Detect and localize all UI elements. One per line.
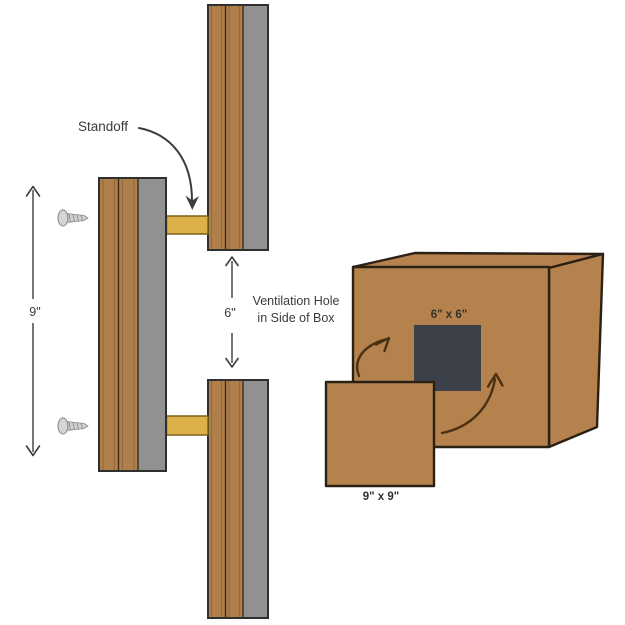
panel-size-label: 9" x 9": [363, 491, 399, 503]
standoff-bottom: [165, 415, 209, 436]
cover-board: [98, 177, 167, 472]
cover-board-1: [99, 178, 119, 471]
cover-gray-layer: [138, 178, 166, 471]
placement-arrows: [356, 336, 504, 435]
wall-upper-section: [207, 4, 269, 251]
screw-top: [57, 209, 89, 227]
standoff-label: Standoff: [78, 119, 128, 134]
dimension-9in-label: 9": [29, 305, 40, 319]
screw-threads: [68, 213, 83, 223]
dimension-6in-label: 6": [224, 306, 235, 320]
wood-grain: [102, 179, 135, 470]
ventilation-hole: [414, 325, 481, 391]
wall-upper-outline: [207, 4, 269, 251]
arrow-down-icon: [25, 445, 41, 457]
arrow-down-icon: [225, 357, 239, 368]
wall-lower-section: [207, 379, 269, 619]
dimension-6in: 6": [224, 256, 239, 368]
wall-lower-outline: [207, 379, 269, 619]
vent-caption: Ventilation Hole in Side of Box: [253, 294, 340, 325]
arrow-up-right-icon: [374, 336, 391, 353]
wood-grain: [210, 381, 241, 617]
placement-arrow-right: [440, 377, 497, 435]
cover-panel-face: [324, 380, 436, 488]
box: 6" x 6": [351, 251, 605, 449]
arrow-up-icon: [486, 372, 504, 388]
box-right-face: [547, 252, 605, 449]
screw-bottom: [57, 417, 89, 435]
wall-upper-board-1: [208, 5, 226, 250]
screw-threads: [68, 421, 83, 431]
wall-lower-board-1: [208, 380, 226, 618]
wood-grain: [210, 6, 241, 249]
vent-caption-line2: in Side of Box: [257, 311, 335, 325]
standoff-top: [165, 215, 209, 235]
wall-lower-gray-layer: [243, 380, 268, 618]
wall-lower-board-2: [225, 380, 243, 618]
cover-board-2: [118, 178, 138, 471]
vent-caption-line1: Ventilation Hole: [253, 294, 340, 308]
arrow-up-icon: [25, 185, 41, 197]
screw-head: [57, 209, 69, 227]
wall-upper-board-2: [225, 5, 243, 250]
dimension-9in: 9": [25, 185, 41, 457]
cover-panel: 9" x 9": [324, 380, 436, 503]
standoff-pointer-curve: [138, 127, 193, 202]
screw-head: [57, 417, 69, 435]
cover-board-outline: [98, 177, 167, 472]
wall-upper-gray-layer: [243, 5, 268, 250]
standoff-callout: Standoff: [78, 119, 199, 210]
arrow-up-icon: [225, 256, 239, 267]
hole-size-label: 6" x 6": [431, 309, 467, 321]
arrow-down-icon: [185, 195, 199, 210]
